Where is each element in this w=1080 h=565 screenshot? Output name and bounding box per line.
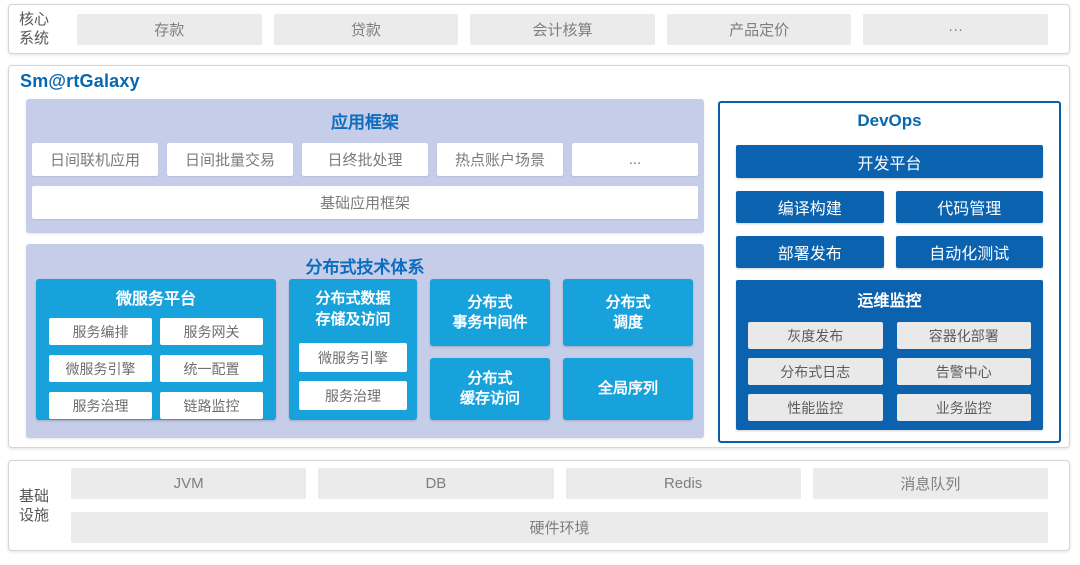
distributed-col4: 分布式 调度 全局序列 <box>563 279 693 420</box>
devops-tools-grid: 编译构建 代码管理 部署发布 自动化测试 <box>736 191 1043 268</box>
infrastructure-row: JVM DB Redis 消息队列 <box>71 468 1048 499</box>
performance-monitoring: 性能监控 <box>748 394 883 421</box>
microservice-grid: 服务编排 服务网关 微服务引擎 统一配置 服务治理 链路监控 <box>49 318 263 419</box>
ops-monitoring: 运维监控 灰度发布 容器化部署 分布式日志 告警中心 性能监控 业务监控 <box>736 280 1043 430</box>
compile-build: 编译构建 <box>736 191 884 223</box>
distributed-col3: 分布式 事务中间件 分布式 缓存访问 <box>430 279 550 420</box>
smartgalaxy-panel: Sm@rtGalaxy 应用框架 日间联机应用 日间批量交易 日终批处理 热点账… <box>8 65 1070 448</box>
da-microservice-engine: 微服务引擎 <box>299 343 407 372</box>
core-system-accounting: 会计核算 <box>470 13 655 45</box>
base-app-framework: 基础应用框架 <box>32 186 698 219</box>
distributed-tech-title: 分布式技术体系 <box>305 258 425 277</box>
microservice-platform: 微服务平台 服务编排 服务网关 微服务引擎 统一配置 服务治理 链路监控 <box>36 279 276 420</box>
code-management: 代码管理 <box>895 191 1043 223</box>
distributed-tech-section: 分布式技术体系 微服务平台 服务编排 服务网关 微服务引擎 统一配置 服务治理 … <box>26 244 704 438</box>
automated-testing: 自动化测试 <box>895 236 1043 268</box>
global-sequence: 全局序列 <box>563 358 693 420</box>
app-more: ... <box>572 143 698 176</box>
gray-release: 灰度发布 <box>748 322 883 349</box>
infra-jvm: JVM <box>71 468 307 499</box>
svc-governance: 服务治理 <box>49 392 152 419</box>
distributed-data-access: 分布式数据 存储及访问 微服务引擎 服务治理 <box>289 279 417 420</box>
infrastructure-content: JVM DB Redis 消息队列 硬件环境 <box>71 468 1048 543</box>
unified-config: 统一配置 <box>160 355 263 382</box>
trace-monitoring: 链路监控 <box>160 392 263 419</box>
smartgalaxy-title: Sm@rtGalaxy <box>20 71 140 91</box>
app-framework-title: 应用框架 <box>331 113 399 132</box>
app-daytime-online: 日间联机应用 <box>32 143 158 176</box>
devops-title: DevOps <box>857 111 922 130</box>
core-systems-label: 核心系统 <box>19 11 50 47</box>
svc-orchestration: 服务编排 <box>49 318 152 345</box>
distributed-columns: 微服务平台 服务编排 服务网关 微服务引擎 统一配置 服务治理 链路监控 分布式… <box>36 279 694 420</box>
core-system-loans: 贷款 <box>273 13 459 45</box>
infrastructure-panel: 基础设施 JVM DB Redis 消息队列 硬件环境 <box>8 460 1070 551</box>
ops-monitoring-grid: 灰度发布 容器化部署 分布式日志 告警中心 性能监控 业务监控 <box>748 322 1031 421</box>
distributed-logging: 分布式日志 <box>748 358 883 385</box>
hardware-environment: 硬件环境 <box>71 512 1048 543</box>
business-monitoring: 业务监控 <box>896 394 1031 421</box>
app-hot-account: 热点账户场景 <box>437 143 563 176</box>
core-system-deposits: 存款 <box>77 13 262 45</box>
container-deploy: 容器化部署 <box>896 322 1031 349</box>
distributed-scheduling: 分布式 调度 <box>563 279 693 346</box>
ops-monitoring-title: 运维监控 <box>857 293 922 310</box>
transaction-middleware: 分布式 事务中间件 <box>430 279 550 346</box>
core-system-more: ··· <box>863 13 1048 45</box>
data-access-stack: 微服务引擎 服务治理 <box>299 343 407 410</box>
deploy-release: 部署发布 <box>736 236 884 268</box>
core-systems-panel: 核心系统 存款 贷款 会计核算 产品定价 ··· <box>8 4 1070 54</box>
devops-panel: DevOps 开发平台 编译构建 代码管理 部署发布 自动化测试 运维监控 灰度… <box>718 101 1061 443</box>
infra-db: DB <box>318 468 554 499</box>
app-framework-row: 日间联机应用 日间批量交易 日终批处理 热点账户场景 ... <box>32 143 698 176</box>
alert-center: 告警中心 <box>896 358 1031 385</box>
da-svc-governance: 服务治理 <box>299 381 407 410</box>
cache-access: 分布式 缓存访问 <box>430 358 550 420</box>
dev-platform: 开发平台 <box>736 145 1043 178</box>
infrastructure-label: 基础设施 <box>19 487 50 524</box>
app-framework-section: 应用框架 日间联机应用 日间批量交易 日终批处理 热点账户场景 ... 基础应用… <box>26 99 704 233</box>
app-eod-batch: 日终批处理 <box>302 143 428 176</box>
microservice-engine: 微服务引擎 <box>49 355 152 382</box>
infra-message-queue: 消息队列 <box>812 468 1048 499</box>
core-system-pricing: 产品定价 <box>666 13 852 45</box>
svc-gateway: 服务网关 <box>160 318 263 345</box>
core-systems-row: 存款 贷款 会计核算 产品定价 ··· <box>77 13 1048 45</box>
microservice-platform-title: 微服务平台 <box>115 291 196 308</box>
distributed-data-access-title: 分布式数据 存储及访问 <box>315 290 391 328</box>
app-daytime-batch: 日间批量交易 <box>167 143 293 176</box>
infra-redis: Redis <box>565 468 801 499</box>
